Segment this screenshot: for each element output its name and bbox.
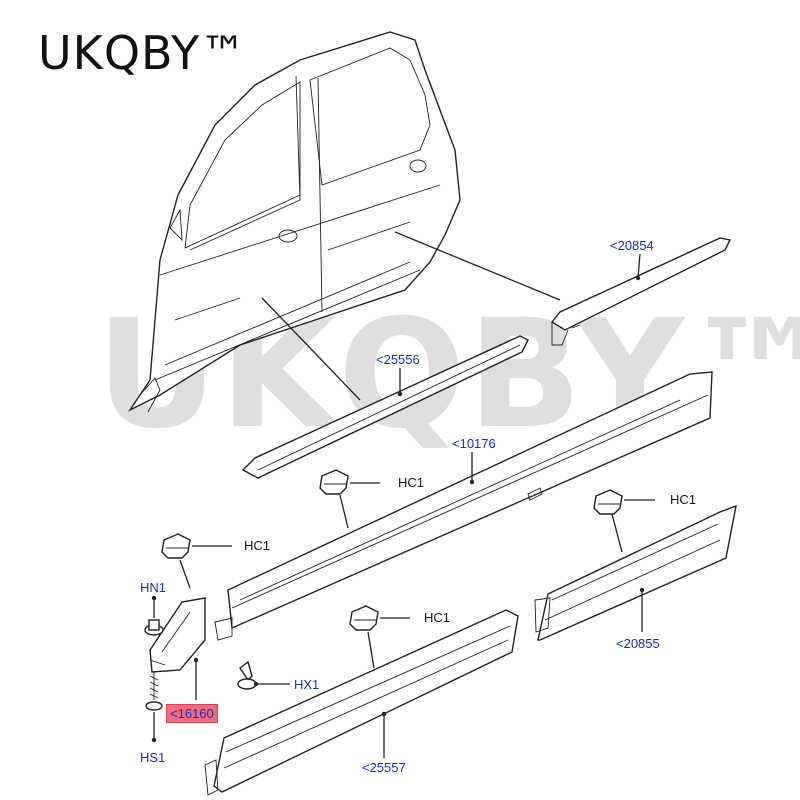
label-hc1-b: HC1: [244, 538, 271, 553]
callout-25557: <25557: [362, 760, 406, 775]
part-20854: [550, 237, 732, 346]
label-hc1-d: HC1: [424, 610, 451, 625]
label-hc1-c: HC1: [670, 492, 697, 507]
callout-16160: <16160: [166, 704, 218, 723]
clip-hc1-a: [319, 469, 349, 495]
callout-20854: <20854: [610, 238, 654, 253]
clip-hc1-b: [161, 533, 191, 559]
clip-hc1-d: [349, 605, 379, 631]
part-25556: [241, 335, 529, 479]
label-hc1-a: HC1: [398, 475, 425, 490]
leader-lines: [153, 231, 655, 758]
label-hn1: HN1: [140, 580, 167, 595]
part-10176: [214, 371, 713, 641]
label-hx1: HX1: [294, 677, 320, 692]
vehicle-body: [127, 31, 461, 413]
part-16160: [149, 597, 206, 673]
label-hs1: HS1: [140, 750, 166, 765]
part-20855: [534, 504, 737, 641]
leader-dots: [151, 275, 645, 743]
callout-20855: <20855: [616, 636, 660, 651]
screw-hs1: [145, 672, 163, 711]
callout-10176: <10176: [452, 436, 496, 451]
part-25557: [204, 609, 519, 796]
clip-hc1-c: [593, 489, 623, 515]
brand-logo-text: UKQBY™: [38, 26, 248, 80]
nut-hn1: [144, 619, 164, 636]
callout-25556: <25556: [376, 352, 420, 367]
pin-hx1: [237, 660, 257, 690]
